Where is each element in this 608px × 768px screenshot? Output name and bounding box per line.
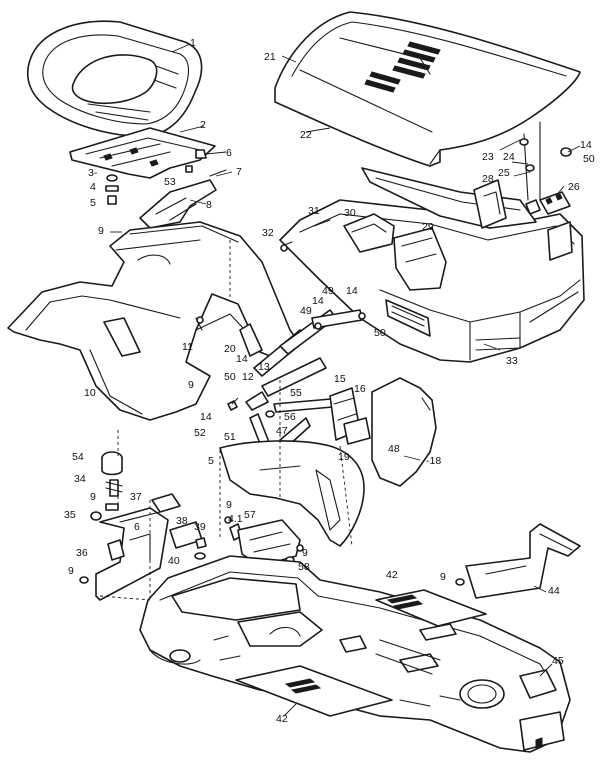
dash-panel <box>280 167 537 291</box>
callout-28: 28 <box>482 173 494 185</box>
callout-6: 6 <box>226 147 232 159</box>
callout-49-b: 49 <box>300 305 312 317</box>
leader-lines <box>110 43 581 717</box>
callout-9-c: 9 <box>90 491 96 503</box>
callout-14-d: 14 <box>236 353 248 365</box>
seat-hardware <box>105 149 227 205</box>
callout-9-f: 9 <box>68 565 74 577</box>
callout-29: 29 <box>422 221 434 233</box>
callout-9-a: 9 <box>98 225 104 237</box>
callout-58: 58 <box>298 561 310 573</box>
callout-2: 2 <box>200 119 206 131</box>
callout-53: 53 <box>164 176 176 188</box>
callout-5: 5 <box>90 197 96 209</box>
callout-19: 19 <box>338 451 350 463</box>
floor-mat-rear <box>235 665 393 717</box>
callout-32: 32 <box>262 227 274 239</box>
callout-23: 23 <box>482 151 494 163</box>
callout-39: 39 <box>194 521 206 533</box>
callout-55: 55 <box>290 387 302 399</box>
floor-mat-front <box>375 589 487 627</box>
assembly-centerlines <box>99 240 353 601</box>
callout-8: 8 <box>206 199 212 211</box>
part-callouts: 1 2 6 7 53 8 3- 4 5 9 21 22 23 24 14 50 … <box>64 37 595 725</box>
callout-13: 13 <box>258 361 270 373</box>
callout-45: 45 <box>552 655 564 667</box>
transmission-cover <box>219 440 365 547</box>
callout-50-b: 50 <box>374 327 386 339</box>
callout-36: 36 <box>76 547 88 559</box>
callout-40: 40 <box>168 555 180 567</box>
callout-42-a: 42 <box>386 569 398 581</box>
callout-9-b: 9 <box>188 379 194 391</box>
callout-14-a: 14 <box>580 139 592 151</box>
callout-10: 10 <box>84 387 96 399</box>
callout-51: 51 <box>224 431 236 443</box>
callout-31: 31 <box>308 205 320 217</box>
callout-3: 3- <box>88 167 98 179</box>
callout-34: 34 <box>74 473 86 485</box>
callout-11: 11 <box>182 341 193 353</box>
callout-35: 35 <box>64 509 76 521</box>
callout-5-b: 5 <box>208 455 214 467</box>
callout-18: -18 <box>426 455 441 467</box>
callout-21: 21 <box>264 51 276 63</box>
callout-38: 38 <box>176 515 188 527</box>
callout-44: 44 <box>548 585 560 597</box>
callout-14-e: 14 <box>200 411 212 423</box>
callout-16: 16 <box>354 383 366 395</box>
hood-hinge-hardware <box>519 121 572 215</box>
fender-deck <box>7 221 301 421</box>
callout-30: 30 <box>344 207 356 219</box>
callout-14-b: 14 <box>346 285 358 297</box>
callout-6-b: 6 <box>134 521 140 533</box>
seat-pan <box>69 127 216 179</box>
seat <box>26 20 203 137</box>
callout-20: 20 <box>224 343 236 355</box>
callout-22: 22 <box>300 129 312 141</box>
callout-56: 56 <box>284 411 296 423</box>
footrest-bar <box>455 523 581 599</box>
callout-9-d: 9 <box>226 499 232 511</box>
callout-50-c: 50 <box>224 371 236 383</box>
callout-52: 52 <box>194 427 206 439</box>
callout-47: 47 <box>276 425 288 437</box>
callout-9-g: 9 <box>440 571 446 583</box>
lift-linkage <box>195 309 366 455</box>
callout-7: 7 <box>236 166 242 178</box>
callout-4: 4 <box>90 181 96 193</box>
callout-24: 24 <box>503 151 515 163</box>
callout-41: 4.1 <box>228 513 243 525</box>
callout-15: 15 <box>334 373 346 385</box>
callout-49-a: 49 <box>322 285 334 297</box>
callout-9-e: 9 <box>302 547 308 559</box>
callout-57: 57 <box>244 509 256 521</box>
callout-50-a: 50 <box>583 153 595 165</box>
callout-25: 25 <box>498 167 510 179</box>
pivot-bracket <box>329 387 387 445</box>
callout-12: 12 <box>242 371 254 383</box>
callout-54: 54 <box>72 451 84 463</box>
callout-37: 37 <box>130 491 142 503</box>
callout-33: 33 <box>506 355 518 367</box>
callout-1: 1 <box>190 37 196 49</box>
main-frame <box>139 555 571 753</box>
callout-42-b: 42 <box>276 713 288 725</box>
hood <box>274 11 581 167</box>
side-panel <box>371 377 437 487</box>
callout-26: 26 <box>568 181 580 193</box>
callout-14-c: 14 <box>312 295 324 307</box>
callout-48: 48 <box>388 443 400 455</box>
